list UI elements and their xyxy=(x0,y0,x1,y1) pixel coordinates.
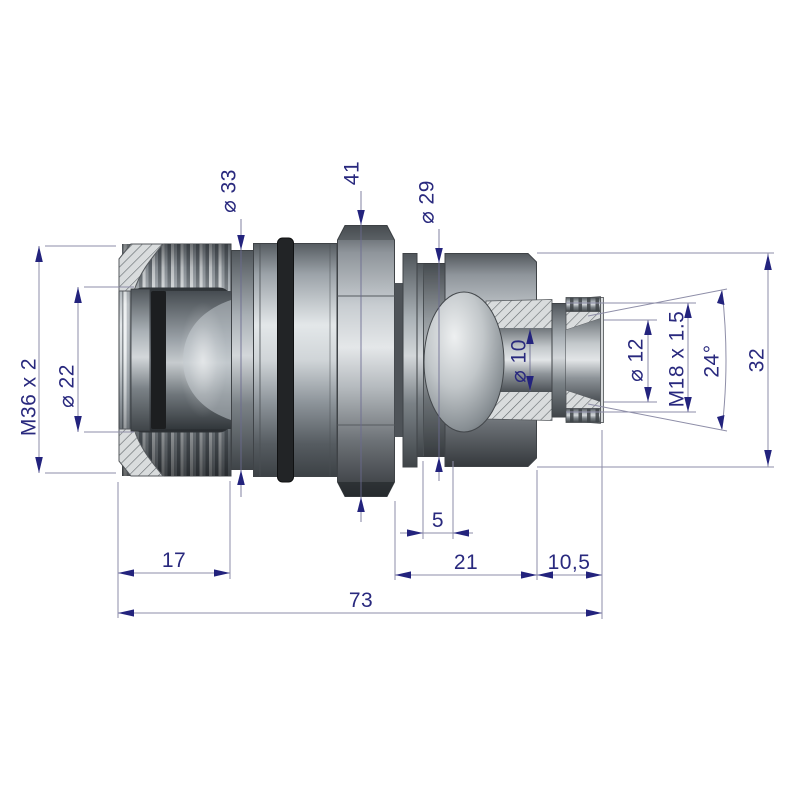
dim-label-73: 73 xyxy=(349,589,373,612)
dim-neck-d33: ⌀ 33 xyxy=(217,169,245,497)
dim-label-21: 21 xyxy=(454,551,478,574)
dim-collar-d29: ⌀ 29 xyxy=(415,180,443,481)
dim-cone-end-d12: ⌀ 12 xyxy=(604,319,657,403)
dim-label-10-5: 10,5 xyxy=(548,551,591,574)
dim-label-5: 5 xyxy=(432,509,444,532)
female-coupler-body xyxy=(118,243,232,477)
dim-thread-left-m36x2: M36 x 2 xyxy=(17,245,116,474)
dim-bore-right-d10: ⌀ 10 xyxy=(507,329,534,391)
dim-label-m36x2: M36 x 2 xyxy=(17,358,40,436)
dim-label-d29: ⌀ 29 xyxy=(415,180,438,224)
dim-end-height-32: 32 xyxy=(537,252,774,468)
washer xyxy=(402,253,418,468)
section-hatching-left xyxy=(485,299,553,421)
rear-neck xyxy=(394,283,403,437)
dim-len-21: 21 xyxy=(394,470,538,580)
dim-len-5: 5 xyxy=(400,461,473,539)
dim-thread-right-m18: M18 x 1.5 xyxy=(566,302,696,413)
dim-label-d10: ⌀ 10 xyxy=(507,339,530,383)
neck-groove-d33 xyxy=(231,250,254,470)
dim-hex-41: 41 xyxy=(340,161,365,522)
ball-valve xyxy=(423,291,505,433)
dim-label-d12: ⌀ 12 xyxy=(624,338,647,382)
hex-nut-41 xyxy=(337,225,395,497)
dim-label-17: 17 xyxy=(162,549,186,572)
sleeve xyxy=(253,243,338,477)
dim-label-m18: M18 x 1.5 xyxy=(665,311,688,408)
dimension-annotations: M36 x 2 ⌀ 22 ⌀ 33 41 ⌀ 29 xyxy=(17,161,774,619)
male-cone-end xyxy=(565,296,604,424)
dim-label-41: 41 xyxy=(340,161,363,185)
part-view xyxy=(118,225,604,497)
dim-bore-left-d22: ⌀ 22 xyxy=(55,286,134,433)
dim-label-24deg: 24° xyxy=(700,344,723,377)
dim-len-17: 17 xyxy=(117,481,231,618)
dim-len-73: 73 xyxy=(118,589,602,617)
thread-ring-m18 xyxy=(551,303,567,418)
dim-label-d33: ⌀ 33 xyxy=(217,169,240,213)
o-ring xyxy=(277,237,294,483)
dim-cone-angle-24: 24° xyxy=(587,288,728,432)
dim-label-d22: ⌀ 22 xyxy=(55,364,78,408)
dim-label-32: 32 xyxy=(745,348,768,372)
dim-len-10-5: 10,5 xyxy=(537,430,603,619)
